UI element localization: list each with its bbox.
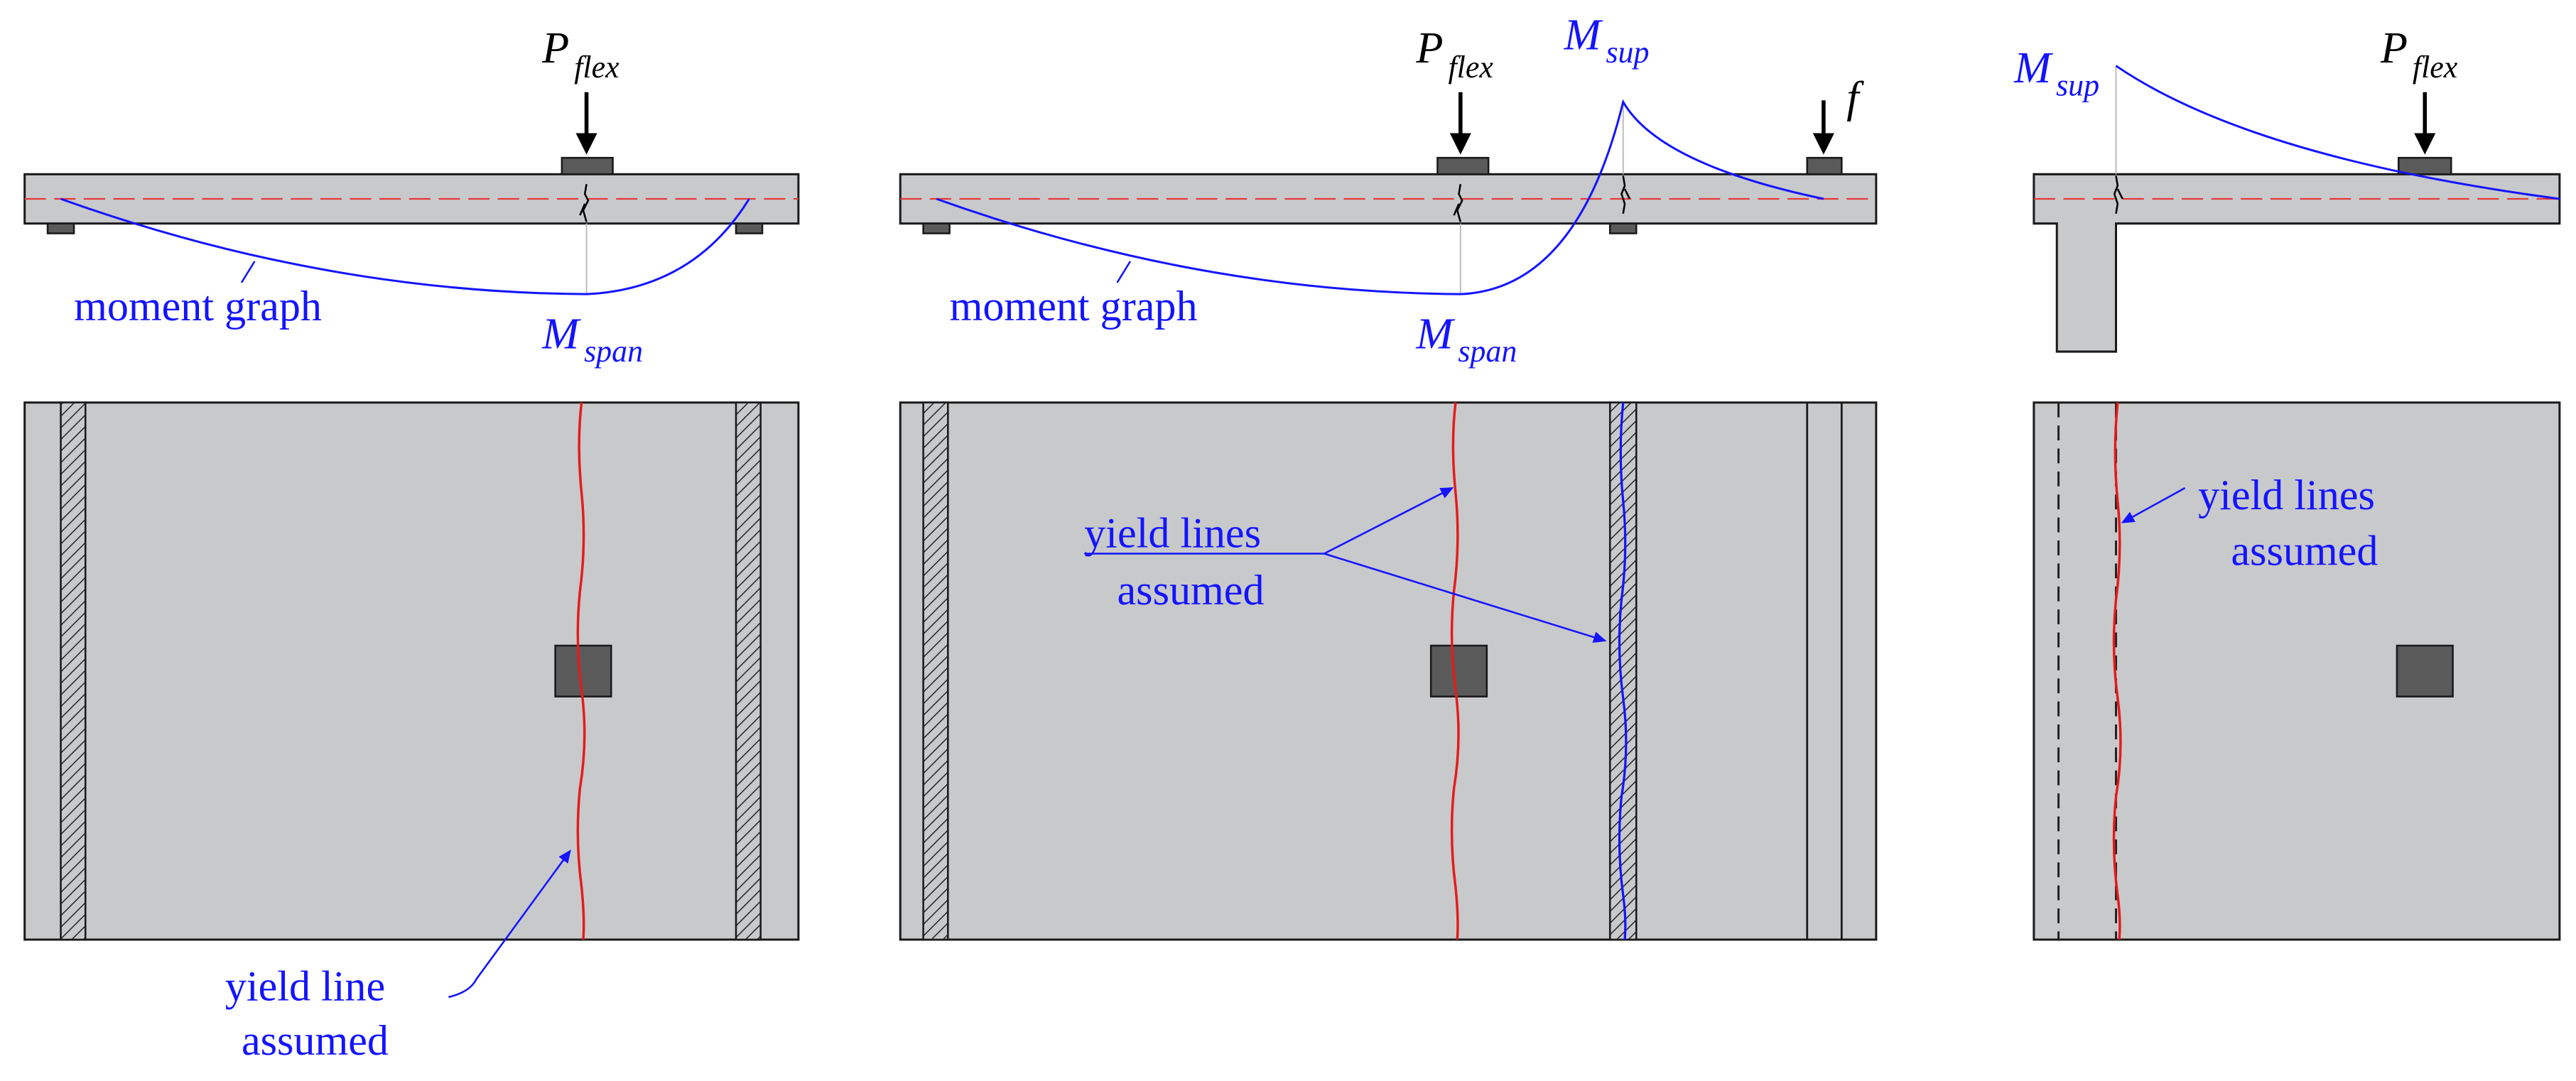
slab-plan (899, 401, 1878, 941)
assumed-label: assumed (2231, 528, 2378, 575)
panel-cantilever (2033, 65, 2561, 941)
crack-mark (2113, 175, 2123, 214)
support-bearing-left (46, 222, 75, 234)
support-hatch-mid (1608, 401, 1638, 941)
load-arrow-head (2414, 133, 2436, 155)
crack-mark-support (1620, 175, 1631, 214)
slab-plan (2033, 401, 2561, 941)
crack-mark (579, 183, 590, 222)
plan-3 (2033, 401, 2561, 941)
yield-lines-label: yield lines (2198, 472, 2375, 519)
load-arrow-head (575, 133, 597, 155)
support-bearing-right (735, 222, 764, 234)
plan-2 (899, 401, 1878, 941)
yield-lines-leader (2121, 487, 2186, 523)
load-pad (561, 156, 614, 175)
crack-mark-span (1453, 183, 1463, 222)
support-hatch-left (922, 401, 949, 941)
assumed-label: assumed (1117, 567, 1265, 614)
yield-line-support (1618, 402, 1628, 940)
support-hatch-right (735, 401, 762, 941)
yield-line (2112, 402, 2122, 940)
assumed-label: assumed (242, 1017, 389, 1065)
moment-graph-curve (2115, 65, 2560, 200)
slab-with-wall-elevation (2033, 173, 2561, 353)
moment-graph-curve (60, 197, 750, 295)
support-bearing-left (922, 222, 951, 234)
load-pad (2397, 156, 2452, 175)
moment-graph-leader (240, 261, 256, 283)
moment-graph-label: moment graph (74, 283, 322, 330)
yield-lines-label: yield lines (1084, 509, 1261, 557)
moment-graph-curve (936, 99, 1824, 295)
slab-plan (23, 401, 800, 941)
load-patch (554, 644, 612, 697)
moment-graph-leader (1116, 261, 1132, 283)
load-pad-cantilever (1806, 156, 1843, 175)
yield-lines-leader-support (1324, 553, 1607, 643)
load-patch (2396, 644, 2454, 697)
yield-line-label: yield line (225, 963, 385, 1011)
support-bearing-mid (1608, 222, 1638, 234)
load-arrow-head (1449, 133, 1471, 155)
yield-line (576, 402, 586, 940)
yield-line-span (1450, 402, 1460, 940)
support-hatch-left (60, 401, 87, 941)
elevation-2 (899, 92, 1878, 295)
load-arrow-f-head (1812, 133, 1834, 155)
elevation-1 (23, 92, 800, 295)
plan-1 (23, 401, 800, 999)
load-pad-span (1436, 156, 1490, 175)
yield-lines-leader-span (1324, 487, 1454, 555)
load-patch (1429, 644, 1488, 697)
moment-graph-label: moment graph (950, 283, 1198, 330)
panel-simply-supported (23, 92, 800, 999)
yield-line-leader (448, 849, 571, 999)
elevation-3 (2033, 65, 2561, 353)
f-load-label: f (1846, 72, 1864, 121)
panel-continuous (899, 92, 1878, 941)
